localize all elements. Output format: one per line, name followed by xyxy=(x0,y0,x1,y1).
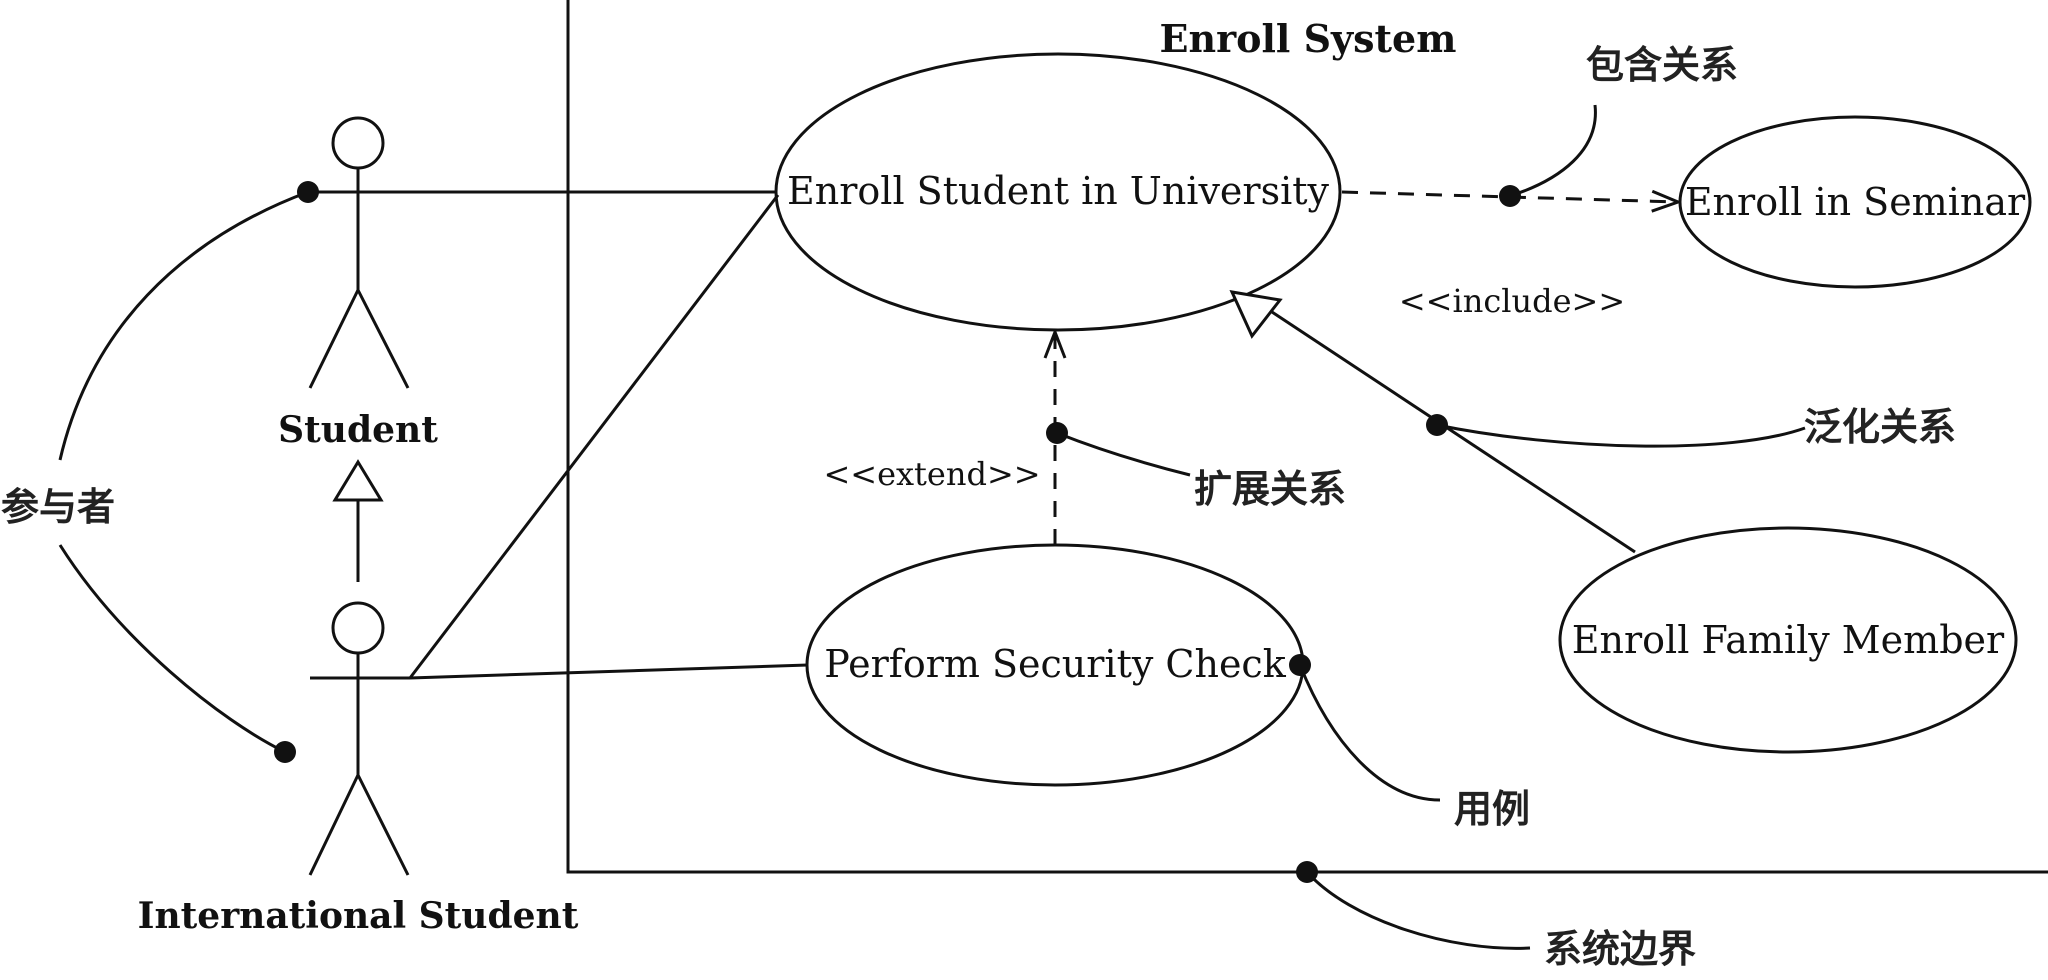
annotation-use-case: 用例 xyxy=(1454,787,1530,831)
association-intl-enroll xyxy=(408,194,780,679)
extend-stereotype: <<extend>> xyxy=(823,455,1040,493)
annotation-generalization: 泛化关系 xyxy=(1804,405,1956,449)
use-case-generalization-arrowhead xyxy=(1229,290,1283,339)
callout-include: 包含关系 xyxy=(1499,43,1738,207)
use-case-enroll-seminar: Enroll in Seminar xyxy=(1678,115,2032,289)
actor-international-student-label: International Student xyxy=(138,895,579,937)
include-stereotype: <<include>> xyxy=(1399,282,1625,320)
actor-student-label: Student xyxy=(278,409,438,451)
use-case-enroll-seminar-label: Enroll in Seminar xyxy=(1685,180,2026,224)
annotation-system-boundary: 系统边界 xyxy=(1544,927,1696,971)
system-title: Enroll System xyxy=(1160,16,1457,61)
use-case-generalization-line xyxy=(1271,310,1636,554)
callout-extend: 扩展关系 xyxy=(1046,422,1346,511)
use-case-enroll-university: Enroll Student in University xyxy=(774,52,1342,332)
callout-actor: 参与者 xyxy=(1,181,319,763)
callout-generalization: 泛化关系 xyxy=(1426,405,1956,449)
use-case-security-check: Perform Security Check xyxy=(805,543,1305,787)
callout-system-boundary: 系统边界 xyxy=(1296,861,1696,971)
actor-generalization-arrowhead xyxy=(332,459,384,502)
association-intl-security xyxy=(409,663,809,680)
annotation-extend: 扩展关系 xyxy=(1194,467,1346,511)
actor-student-head xyxy=(331,116,385,170)
use-case-enroll-university-label: Enroll Student in University xyxy=(787,169,1329,213)
use-case-family-member-label: Enroll Family Member xyxy=(1572,618,2005,662)
annotation-actor: 参与者 xyxy=(1,485,115,529)
callout-use-case: 用例 xyxy=(1289,654,1530,831)
actor-international-student-head xyxy=(331,601,385,655)
use-case-security-check-label: Perform Security Check xyxy=(824,642,1286,686)
use-case-family-member: Enroll Family Member xyxy=(1558,526,2018,754)
actor-international-student: International Student xyxy=(138,601,579,937)
annotation-include: 包含关系 xyxy=(1586,43,1738,87)
actor-student: Student xyxy=(278,116,438,451)
